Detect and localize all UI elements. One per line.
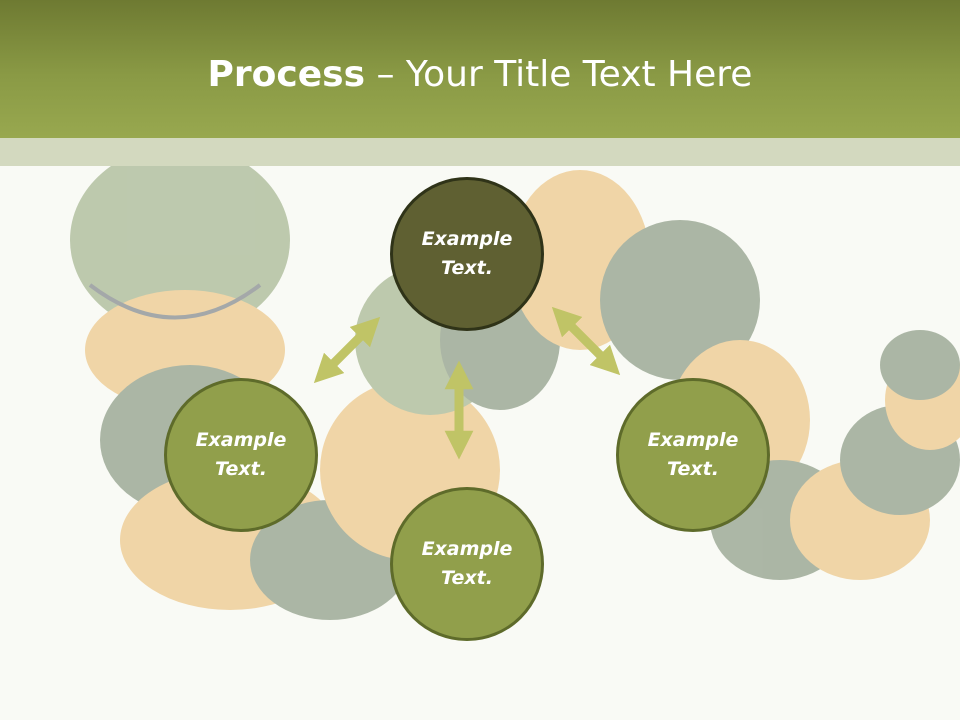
header-band — [0, 0, 960, 138]
node-top-text: Example Text. — [421, 228, 513, 279]
title-bold: Process — [207, 54, 366, 95]
node-top[interactable]: Example Text. — [390, 177, 544, 331]
node-right[interactable]: Example Text. — [616, 378, 770, 532]
title-rest: – Your Title Text Here — [365, 54, 753, 95]
node-left-text: Example Text. — [195, 429, 287, 480]
node-bottom-text: Example Text. — [421, 538, 513, 589]
arrow-top-right — [551, 306, 621, 376]
node-bottom[interactable]: Example Text. — [390, 487, 544, 641]
slide-title: Process – Your Title Text Here — [0, 50, 960, 100]
header-subband — [0, 138, 960, 166]
node-left[interactable]: Example Text. — [164, 378, 318, 532]
node-right-text: Example Text. — [647, 429, 739, 480]
arrow-top-left — [313, 316, 381, 384]
